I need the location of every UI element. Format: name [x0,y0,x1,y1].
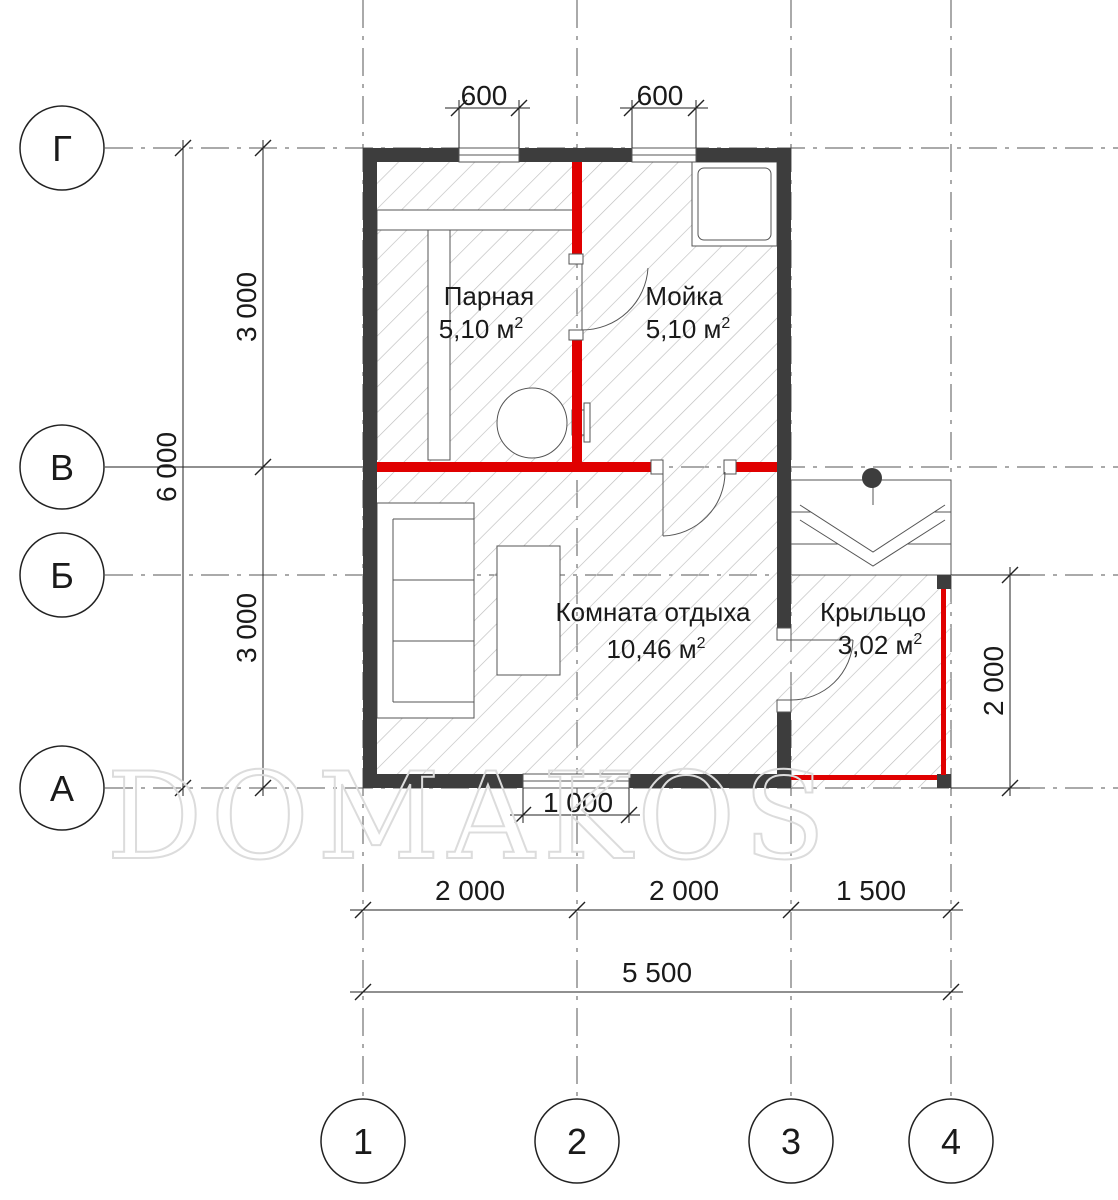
axis-bubble-v [19,424,105,510]
bench-upper [376,209,575,231]
dim-left-lower: 3 000 [231,593,262,663]
table-icon [496,545,561,676]
doors [568,253,854,713]
axis-bubble-4 [908,1098,994,1184]
room-area-parnaya: 5,10 м2 [439,314,524,344]
dimension-labels: 3 000 3 000 6 000 2 000 2 000 2 000 1 50… [151,80,1009,988]
dim-window-rest: 1 000 [543,787,613,818]
dim-right-porch: 2 000 [978,646,1009,716]
door-swing-porch [790,639,854,701]
door-swing-parnaya [581,264,649,331]
dim-bottom-col-1-2: 2 000 [435,875,505,906]
axis-label-g: Г [52,128,72,169]
dim-bottom-col-3-4: 1 500 [836,875,906,906]
axis-bubble-1 [320,1098,406,1184]
dim-left-total: 6 000 [151,432,182,502]
room-name-moyka: Мойка [645,281,723,311]
stair-marker-icon [862,468,882,488]
dim-bottom-col-2-3: 2 000 [649,875,719,906]
stove-icon [496,387,568,459]
room-area-porch: 3,02 м2 [838,630,923,660]
room-name-parnaya: Парная [444,281,535,311]
dimension-lines [105,99,1030,1001]
dim-window-parnaya: 600 [461,80,508,111]
axis-label-2: 2 [567,1121,587,1162]
axis-label-v: В [50,447,74,488]
bench-lower [427,229,451,461]
axis-bubble-g [19,105,105,191]
dim-left-upper: 3 000 [231,272,262,342]
room-labels: Парная 5,10 м2 Мойка 5,10 м2 Комната отд… [439,281,926,664]
watermark: DOMAKOS [106,748,833,887]
axis-bubble-b [19,532,105,618]
axis-bubble-a [19,745,105,831]
room-name-porch: Крыльцо [820,597,926,627]
axis-label-a: А [50,768,74,809]
room-area-rest: 10,46 м2 [606,634,705,664]
axis-bubbles: Г В Б А 1 2 3 4 [19,105,994,1184]
axis-label-3: 3 [781,1121,801,1162]
partitions [377,162,946,780]
axis-bubble-2 [534,1098,620,1184]
room-area-moyka: 5,10 м2 [646,314,731,344]
axis-label-4: 4 [941,1121,961,1162]
dim-bottom-total: 5 500 [622,957,692,988]
windows [458,147,697,789]
sofa-icon [376,502,475,719]
door-swing-rest [662,471,726,537]
axis-label-b: Б [50,555,74,596]
porch-stairs [790,468,952,576]
axis-bubble-3 [748,1098,834,1184]
axis-label-1: 1 [353,1121,373,1162]
room-name-rest: Комната отдыха [556,597,752,627]
dim-window-moyka: 600 [637,80,684,111]
